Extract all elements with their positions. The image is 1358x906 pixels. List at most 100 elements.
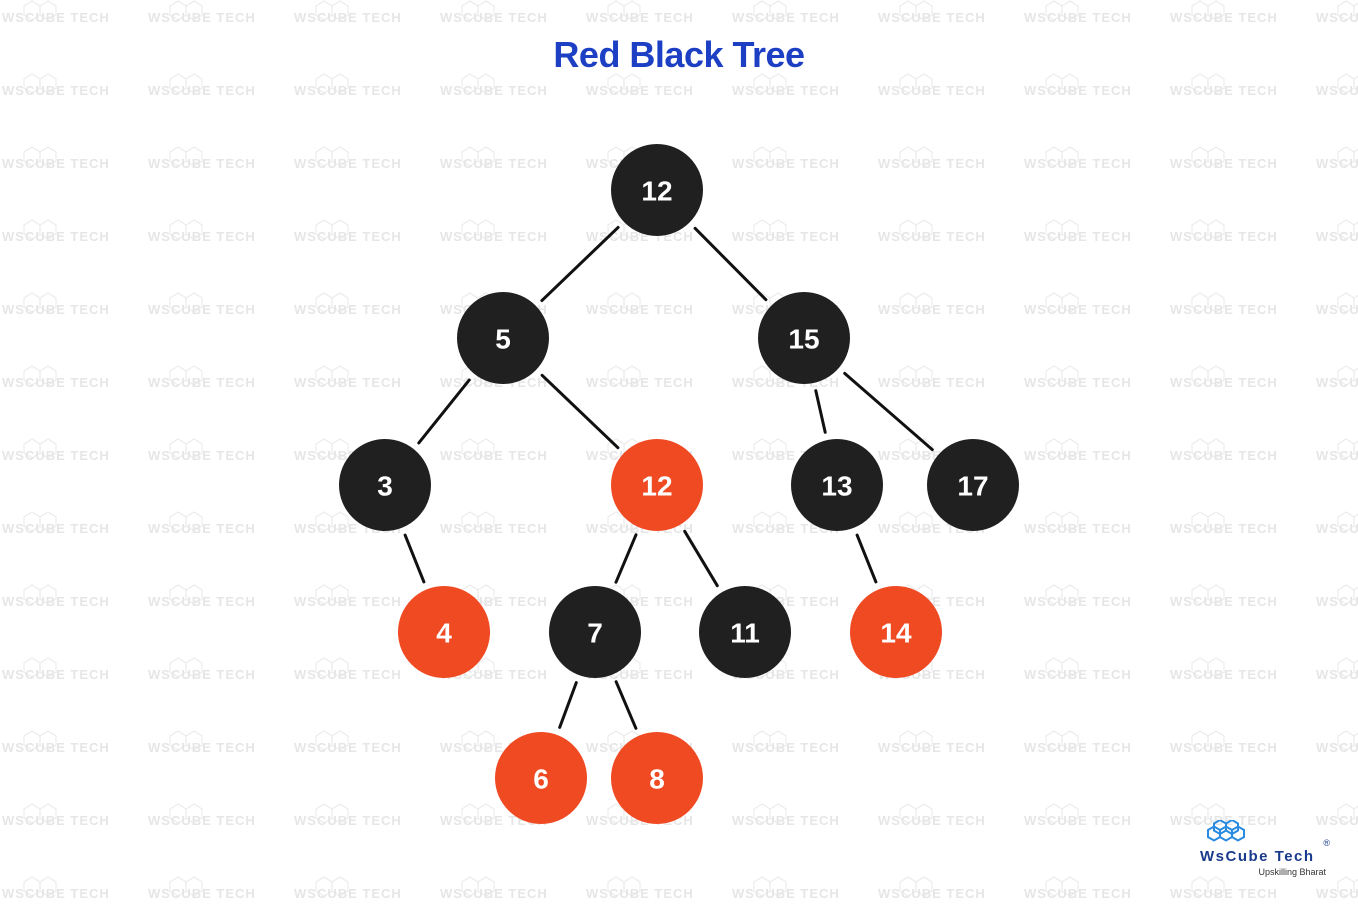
watermark-tile: WSCUBE TECH: [148, 365, 256, 390]
svg-text:WSCUBE TECH: WSCUBE TECH: [148, 521, 256, 536]
watermark-tile: WSCUBE TECH: [586, 876, 693, 901]
svg-text:WSCUBE TECH: WSCUBE TECH: [148, 594, 256, 609]
svg-text:WSCUBE TECH: WSCUBE TECH: [1170, 302, 1278, 317]
watermark-tile: WSCUBE TECH: [732, 146, 840, 171]
svg-text:WSCUBE TECH: WSCUBE TECH: [586, 375, 694, 390]
watermark-tile: WSCUBE TECH: [2, 438, 109, 463]
watermark-tile: WSCUBE TECH: [1024, 292, 1131, 317]
tree-node-5-black: 5: [457, 292, 549, 384]
node-label: 13: [821, 471, 852, 502]
svg-text:WSCUBE TECH: WSCUBE TECH: [1024, 83, 1132, 98]
svg-text:WSCUBE TECH: WSCUBE TECH: [878, 886, 986, 901]
svg-text:WSCUBE TECH: WSCUBE TECH: [2, 740, 110, 755]
node-circle: [611, 732, 703, 824]
watermark-tile: WSCUBE TECH: [1316, 292, 1358, 317]
watermark-tile: WSCUBE TECH: [1170, 511, 1278, 536]
watermark-tile: WSCUBE TECH: [1170, 365, 1277, 390]
watermark-tile: WSCUBE TECH: [148, 730, 255, 755]
tree-node-4-red: 4: [398, 586, 490, 678]
svg-text:WSCUBE TECH: WSCUBE TECH: [1316, 302, 1358, 317]
svg-text:WSCUBE TECH: WSCUBE TECH: [2, 521, 110, 536]
svg-text:WSCUBE TECH: WSCUBE TECH: [2, 83, 110, 98]
watermark-tile: WSCUBE TECH: [2, 584, 109, 609]
watermark-tile: WSCUBE TECH: [732, 511, 839, 536]
svg-text:WSCUBE TECH: WSCUBE TECH: [440, 156, 548, 171]
watermark-tile: WSCUBE TECH: [586, 73, 693, 98]
watermark-tile: WSCUBE TECH: [1316, 730, 1358, 755]
svg-text:WSCUBE TECH: WSCUBE TECH: [1170, 813, 1278, 828]
svg-text:WSCUBE TECH: WSCUBE TECH: [1170, 156, 1278, 171]
watermark-tile: WSCUBE TECH: [1316, 584, 1358, 609]
watermark-tile: WSCUBE TECH: [2, 146, 109, 171]
watermark-tile: WSCUBE TECH: [1024, 657, 1132, 682]
svg-text:WSCUBE TECH: WSCUBE TECH: [878, 740, 986, 755]
watermark-tile: WSCUBE TECH: [294, 365, 401, 390]
tree-node-17-black: 17: [927, 439, 1019, 531]
node-label: 4: [436, 618, 452, 649]
svg-text:WSCUBE TECH: WSCUBE TECH: [732, 740, 840, 755]
watermark-tile: WSCUBE TECH: [1170, 584, 1277, 609]
watermark-tile: WSCUBE TECH: [2, 365, 110, 390]
svg-text:WSCUBE TECH: WSCUBE TECH: [732, 886, 840, 901]
watermark-tile: WSCUBE TECH: [2, 511, 110, 536]
watermark-tile: WSCUBE TECH: [440, 511, 547, 536]
svg-text:WSCUBE TECH: WSCUBE TECH: [1170, 521, 1278, 536]
svg-text:WSCUBE TECH: WSCUBE TECH: [148, 448, 256, 463]
svg-text:WSCUBE TECH: WSCUBE TECH: [1024, 886, 1132, 901]
watermark-tile: WSCUBE TECH: [732, 730, 840, 755]
node-label: 8: [649, 764, 665, 795]
edge-15-17: [843, 371, 934, 452]
watermark-tile: WSCUBE TECH: [878, 73, 985, 98]
watermark-tile: WSCUBE TECH: [1170, 73, 1277, 98]
svg-text:WSCUBE TECH: WSCUBE TECH: [732, 156, 840, 171]
watermark-tile: WSCUBE TECH: [878, 365, 986, 390]
watermark-tile: WSCUBE TECH: [1170, 438, 1277, 463]
tree-node-14-red: 14: [850, 586, 942, 678]
svg-text:WSCUBE TECH: WSCUBE TECH: [294, 667, 402, 682]
node-circle: [927, 439, 1019, 531]
svg-text:WSCUBE TECH: WSCUBE TECH: [2, 302, 110, 317]
svg-text:WSCUBE TECH: WSCUBE TECH: [294, 813, 402, 828]
watermark-tile: WSCUBE TECH: [148, 0, 255, 25]
watermark-tile: WSCUBE TECH: [732, 219, 840, 244]
svg-text:WSCUBE TECH: WSCUBE TECH: [878, 156, 986, 171]
edge-12-5: [540, 225, 620, 303]
watermark-tile: WSCUBE TECH: [1170, 876, 1277, 901]
svg-text:WSCUBE TECH: WSCUBE TECH: [1316, 375, 1358, 390]
svg-text:WSCUBE TECH: WSCUBE TECH: [1024, 229, 1132, 244]
tree-node-6-red: 6: [495, 732, 587, 824]
svg-text:WSCUBE TECH: WSCUBE TECH: [148, 83, 256, 98]
watermark-tile: WSCUBE TECH: [1316, 803, 1358, 828]
svg-text:WSCUBE TECH: WSCUBE TECH: [1024, 667, 1132, 682]
svg-text:WSCUBE TECH: WSCUBE TECH: [1316, 667, 1358, 682]
watermark-tile: WSCUBE TECH: [1024, 511, 1131, 536]
watermark-tile: WSCUBE TECH: [148, 657, 255, 682]
node-label: 14: [880, 618, 912, 649]
tree-node-11-black: 11: [699, 586, 791, 678]
watermark-tile: WSCUBE TECH: [294, 657, 402, 682]
watermark-tile: WSCUBE TECH: [1316, 365, 1358, 390]
edge-5-12: [540, 373, 620, 450]
svg-text:WSCUBE TECH: WSCUBE TECH: [2, 375, 110, 390]
svg-text:WSCUBE TECH: WSCUBE TECH: [1316, 594, 1358, 609]
watermark-tile: WSCUBE TECH: [1170, 219, 1277, 244]
tree-edges: [403, 225, 934, 730]
svg-text:WSCUBE TECH: WSCUBE TECH: [2, 10, 110, 25]
watermark-tile: WSCUBE TECH: [2, 219, 109, 244]
svg-text:WSCUBE TECH: WSCUBE TECH: [1024, 813, 1132, 828]
svg-text:WSCUBE TECH: WSCUBE TECH: [586, 302, 694, 317]
watermark-tile: WSCUBE TECH: [1024, 584, 1131, 609]
watermark-tile: WSCUBE TECH: [1024, 73, 1132, 98]
watermark-tile: WSCUBE TECH: [294, 730, 401, 755]
svg-text:WSCUBE TECH: WSCUBE TECH: [148, 375, 256, 390]
svg-text:WSCUBE TECH: WSCUBE TECH: [732, 229, 840, 244]
svg-text:WSCUBE TECH: WSCUBE TECH: [1316, 448, 1358, 463]
watermark-tile: WSCUBE TECH: [732, 73, 839, 98]
node-circle: [398, 586, 490, 678]
edge-7-6: [558, 681, 578, 729]
svg-text:WSCUBE TECH: WSCUBE TECH: [1316, 521, 1358, 536]
watermark-tile: WSCUBE TECH: [2, 292, 110, 317]
watermark-tile: WSCUBE TECH: [878, 730, 986, 755]
svg-text:WSCUBE TECH: WSCUBE TECH: [878, 375, 986, 390]
